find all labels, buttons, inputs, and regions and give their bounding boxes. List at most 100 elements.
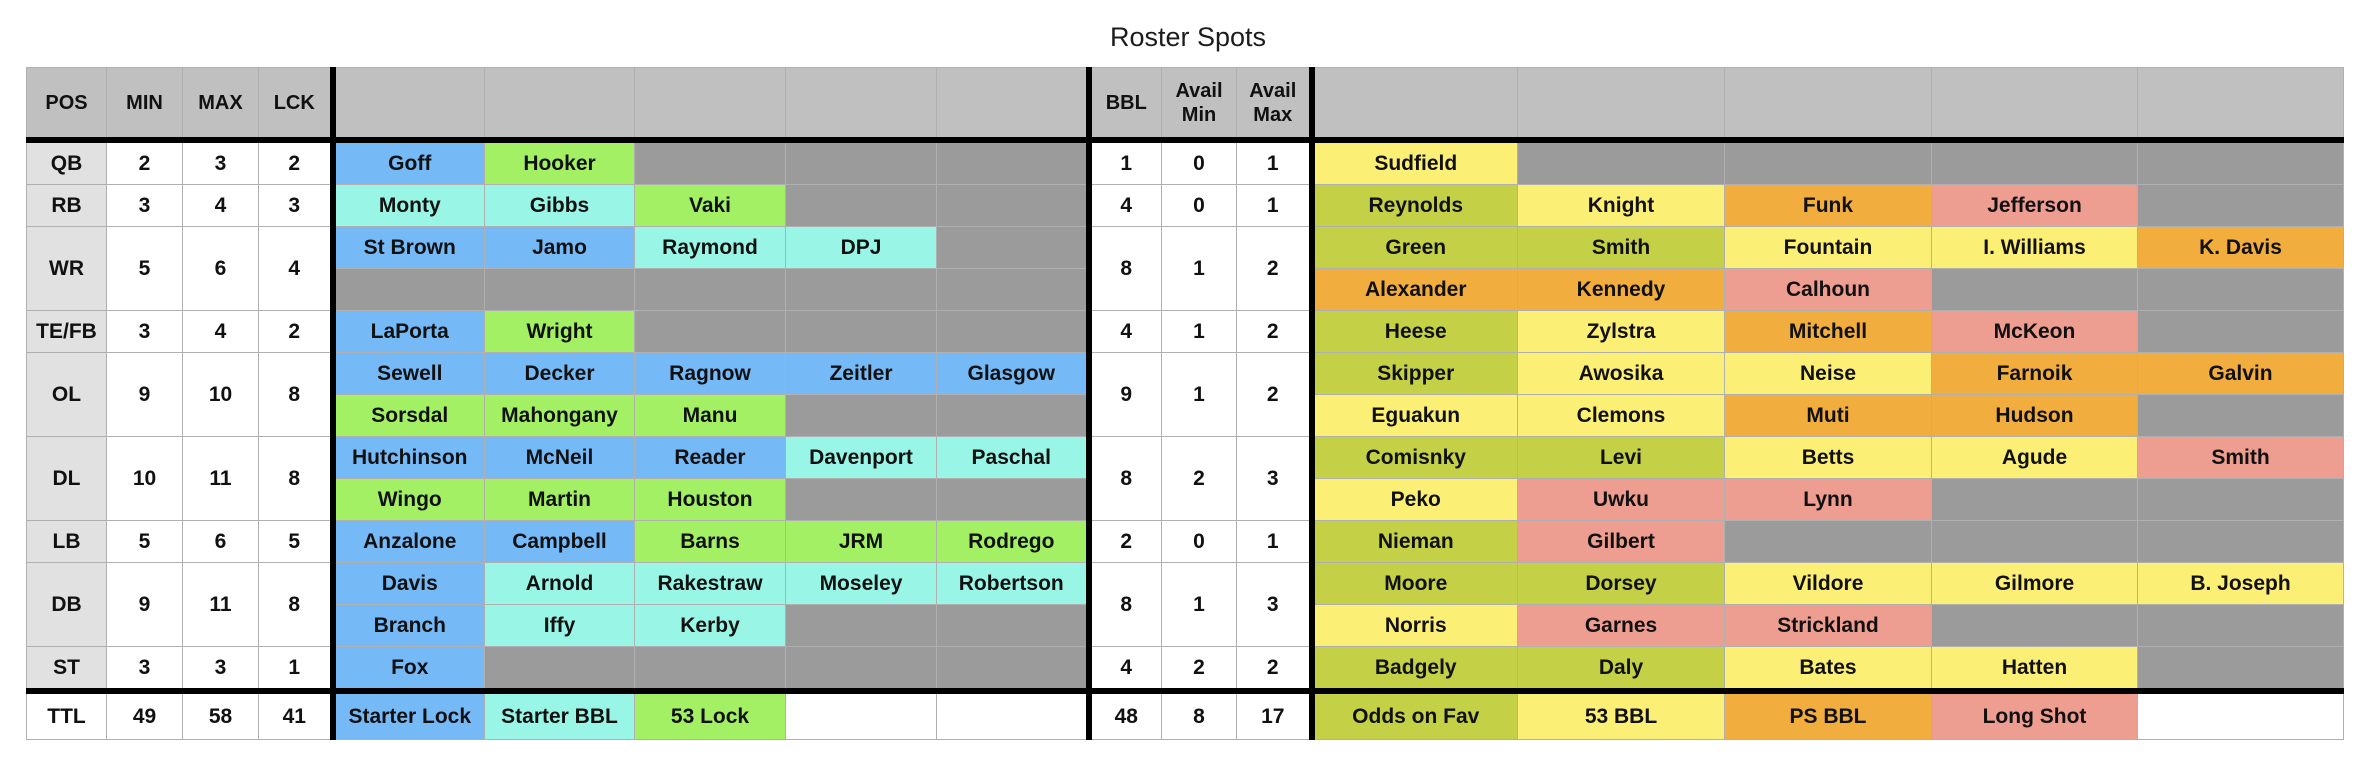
empty-slot bbox=[1517, 139, 1725, 185]
position-label: TE/FB bbox=[26, 310, 107, 353]
player-cell: Muti bbox=[1724, 394, 1932, 437]
player-cell: Reynolds bbox=[1311, 184, 1518, 227]
player-cell: Davis bbox=[332, 562, 485, 605]
player-cell: Houston bbox=[634, 478, 786, 521]
player-cell: Uwku bbox=[1517, 478, 1725, 521]
avail-min-count: 0 bbox=[1161, 139, 1237, 185]
empty-slot bbox=[936, 226, 1089, 269]
header-bbl: BBL bbox=[1085, 67, 1162, 143]
max-count: 4 bbox=[182, 184, 259, 227]
empty-slot bbox=[2137, 646, 2344, 692]
lock-count: 4 bbox=[258, 226, 336, 311]
player-cell: Eguakun bbox=[1311, 394, 1518, 437]
avail-min-count: 1 bbox=[1161, 352, 1237, 437]
empty-slot bbox=[1931, 604, 2138, 647]
bbl-count: 8 bbox=[1085, 436, 1162, 521]
player-cell: Raymond bbox=[634, 226, 786, 269]
header-blank bbox=[936, 67, 1089, 143]
bbl-count: 8 bbox=[1085, 562, 1162, 647]
empty-slot bbox=[634, 139, 786, 185]
header-min: MIN bbox=[106, 67, 183, 143]
avail-max-count: 2 bbox=[1236, 226, 1315, 311]
avail-min-count: 1 bbox=[1161, 226, 1237, 311]
player-cell: Dorsey bbox=[1517, 562, 1725, 605]
empty-slot bbox=[936, 646, 1089, 692]
player-cell: Kennedy bbox=[1517, 268, 1725, 311]
player-cell: Anzalone bbox=[332, 520, 485, 563]
empty-slot bbox=[634, 646, 786, 692]
lock-count: 8 bbox=[258, 436, 336, 521]
player-cell: Daly bbox=[1517, 646, 1725, 692]
header-avail-min: Avail Min bbox=[1161, 67, 1237, 143]
position-label: ST bbox=[26, 646, 107, 692]
avail-max-count: 1 bbox=[1236, 184, 1315, 227]
header-blank bbox=[1311, 67, 1518, 143]
player-cell: Green bbox=[1311, 226, 1518, 269]
min-count: 5 bbox=[106, 520, 183, 563]
header-blank bbox=[484, 67, 635, 143]
position-label: DB bbox=[26, 562, 107, 647]
player-cell: Wingo bbox=[332, 478, 485, 521]
empty-slot bbox=[785, 139, 937, 185]
avail-min-count: 0 bbox=[1161, 520, 1237, 563]
player-cell: Kerby bbox=[634, 604, 786, 647]
player-cell: Strickland bbox=[1724, 604, 1932, 647]
total-lock: 41 bbox=[258, 688, 336, 740]
player-cell: Jefferson bbox=[1931, 184, 2138, 227]
player-cell: Iffy bbox=[484, 604, 635, 647]
player-cell: Gibbs bbox=[484, 184, 635, 227]
player-cell: Neise bbox=[1724, 352, 1932, 395]
empty-slot bbox=[1931, 268, 2138, 311]
empty-slot bbox=[785, 310, 937, 353]
header-blank bbox=[634, 67, 786, 143]
bbl-count: 4 bbox=[1085, 310, 1162, 353]
player-cell: Vaki bbox=[634, 184, 786, 227]
max-count: 3 bbox=[182, 646, 259, 692]
player-cell: Sorsdal bbox=[332, 394, 485, 437]
header-blank bbox=[1517, 67, 1725, 143]
total-min: 49 bbox=[106, 688, 183, 740]
avail-min-count: 0 bbox=[1161, 184, 1237, 227]
empty-slot bbox=[2137, 520, 2344, 563]
bbl-count: 4 bbox=[1085, 184, 1162, 227]
player-cell: Comisnky bbox=[1311, 436, 1518, 479]
player-cell: Goff bbox=[332, 139, 485, 185]
player-cell: McKeon bbox=[1931, 310, 2138, 353]
empty-slot bbox=[2137, 139, 2344, 185]
player-cell: St Brown bbox=[332, 226, 485, 269]
min-count: 2 bbox=[106, 139, 183, 185]
empty-slot bbox=[785, 394, 937, 437]
player-cell: Jamo bbox=[484, 226, 635, 269]
min-count: 5 bbox=[106, 226, 183, 311]
lock-count: 2 bbox=[258, 139, 336, 185]
legend-item: PS BBL bbox=[1724, 688, 1932, 740]
header-avail-min-text: Avail Min bbox=[1175, 79, 1223, 126]
player-cell: Levi bbox=[1517, 436, 1725, 479]
player-cell: Monty bbox=[332, 184, 485, 227]
avail-max-count: 3 bbox=[1236, 562, 1315, 647]
total-avail-min: 8 bbox=[1161, 688, 1237, 740]
legend-item: 53 Lock bbox=[634, 688, 786, 740]
max-count: 4 bbox=[182, 310, 259, 353]
player-cell: Barns bbox=[634, 520, 786, 563]
player-cell: Rakestraw bbox=[634, 562, 786, 605]
empty-slot bbox=[936, 268, 1089, 311]
avail-min-count: 1 bbox=[1161, 310, 1237, 353]
empty-slot bbox=[2137, 310, 2344, 353]
player-cell: Garnes bbox=[1517, 604, 1725, 647]
player-cell: Norris bbox=[1311, 604, 1518, 647]
empty-slot bbox=[936, 184, 1089, 227]
lock-count: 8 bbox=[258, 562, 336, 647]
player-cell: Farnoik bbox=[1931, 352, 2138, 395]
empty-slot bbox=[1931, 139, 2138, 185]
bbl-count: 9 bbox=[1085, 352, 1162, 437]
position-label: RB bbox=[26, 184, 107, 227]
player-cell: JRM bbox=[785, 520, 937, 563]
player-cell: Nieman bbox=[1311, 520, 1518, 563]
position-label: QB bbox=[26, 139, 107, 185]
